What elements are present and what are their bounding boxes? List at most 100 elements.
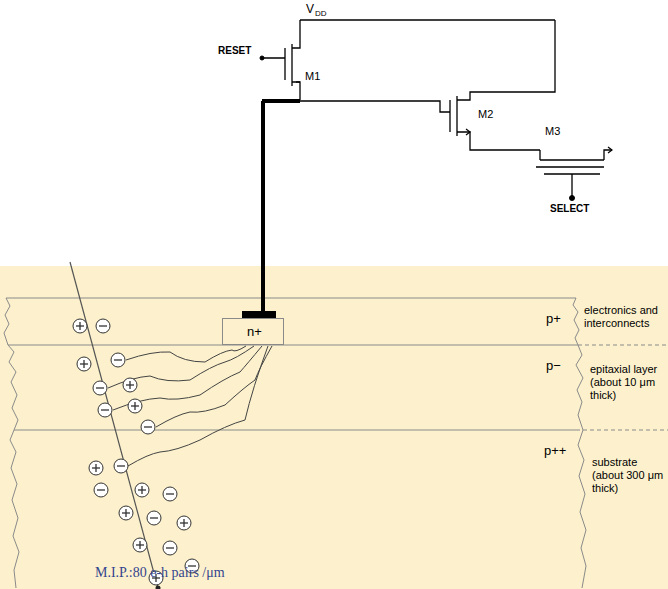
charge-circle [98, 403, 112, 417]
m1-gate [262, 48, 285, 80]
drift-path [108, 346, 254, 388]
hole-symbol [119, 506, 133, 520]
hole-symbol [177, 516, 191, 530]
electron-symbol [96, 319, 110, 333]
charge-circle [94, 483, 108, 497]
charge-circle [133, 538, 147, 552]
charge-sign [134, 402, 135, 410]
electron-symbol [93, 381, 107, 395]
charge-circle [111, 353, 125, 367]
layer-name: epitaxial layer (about 10 μm thick) [590, 363, 666, 402]
charge-circle [96, 319, 110, 333]
particle-note: M.I.P.:80 e-h pairs /μm [95, 565, 225, 581]
layer-name: electronics and interconnects [584, 304, 666, 330]
particle-track [70, 262, 158, 588]
electron-symbol [111, 353, 125, 367]
hole-symbol [89, 461, 103, 475]
charge-circle [141, 420, 155, 434]
select-pin [570, 196, 575, 201]
track-end [156, 586, 161, 589]
charge-sign [166, 547, 174, 548]
charge-sign [83, 360, 84, 368]
charge-sign [79, 322, 80, 330]
charge-sign [99, 325, 107, 326]
transistor-name: M1 [305, 70, 320, 83]
charge-sign [166, 493, 174, 494]
m2-gate [449, 100, 450, 132]
charge-circle [177, 516, 191, 530]
electron-symbol [141, 420, 155, 434]
transistor-name: M2 [478, 108, 493, 121]
transistor-name: M3 [545, 125, 560, 138]
charge-sign [114, 359, 122, 360]
doping-label: n+ [247, 325, 262, 340]
electron-symbol [163, 541, 177, 555]
charge-circle [73, 319, 87, 333]
charge-sign [97, 489, 105, 490]
electron-symbol [98, 403, 112, 417]
supply-subscript: DD [315, 9, 327, 18]
charge-sign [129, 381, 130, 389]
m3-gate [544, 174, 600, 198]
charge-sign [101, 409, 109, 410]
charge-circle [77, 357, 91, 371]
m1-transistor [292, 20, 300, 100]
m2-gate-wire [300, 101, 450, 112]
hole-symbol [123, 378, 137, 392]
electron-symbol [94, 483, 108, 497]
pixel-circuit [260, 20, 612, 312]
n-contact [242, 311, 276, 318]
layer-doping: p++ [544, 444, 566, 459]
charge-circle [163, 487, 177, 501]
charge-circle [135, 483, 149, 497]
sense-node-wire [261, 101, 265, 312]
electron-symbol [163, 487, 177, 501]
charge-circle [147, 511, 161, 525]
charge-sign [144, 426, 152, 427]
charge-sign [95, 464, 96, 472]
drift-paths [108, 346, 272, 466]
implant-box: n+ [222, 318, 284, 345]
charge-sign [96, 387, 104, 388]
drift-path [126, 346, 246, 362]
signal-name: SELECT [550, 203, 589, 215]
layer-outlines [4, 298, 668, 588]
charge-circle [93, 381, 107, 395]
hole-symbol [135, 483, 149, 497]
charge-sign [139, 541, 140, 549]
electron-symbol [114, 459, 128, 473]
silicon-ground [0, 266, 668, 589]
charge-circle [163, 541, 177, 555]
charge-circle [114, 459, 128, 473]
charge-circle [123, 378, 137, 392]
vdd-rail [300, 19, 555, 21]
signal-name: RESET [218, 45, 251, 57]
charge-sign [125, 509, 126, 517]
charge-circle [119, 506, 133, 520]
hole-symbol [133, 538, 147, 552]
charge-sign [150, 517, 158, 518]
charge-circle [128, 399, 142, 413]
layer-band: p+ electronics and interconnects n+ [0, 298, 668, 345]
layer-doping: p− [546, 359, 561, 374]
charge-circle [89, 461, 103, 475]
layer-band: p− epitaxial layer (about 10 μm thick) [0, 345, 668, 430]
charge-sign [141, 486, 142, 494]
layer-band: p++ substrate (about 300 μm thick) [0, 430, 668, 588]
hole-symbol [128, 399, 142, 413]
supply-label: V [306, 3, 314, 17]
charge-carriers [73, 319, 199, 585]
layer-name: substrate (about 300 μm thick) [592, 456, 666, 495]
charge-sign [117, 465, 125, 466]
m2-transistor [457, 20, 555, 150]
hole-symbol [77, 357, 91, 371]
drift-path [128, 346, 268, 466]
charge-sign [183, 519, 184, 527]
layer-doping: p+ [546, 312, 561, 327]
sense-node-wire [262, 99, 300, 103]
hole-symbol [73, 319, 87, 333]
electron-symbol [147, 511, 161, 525]
m3-transistor [536, 150, 612, 167]
